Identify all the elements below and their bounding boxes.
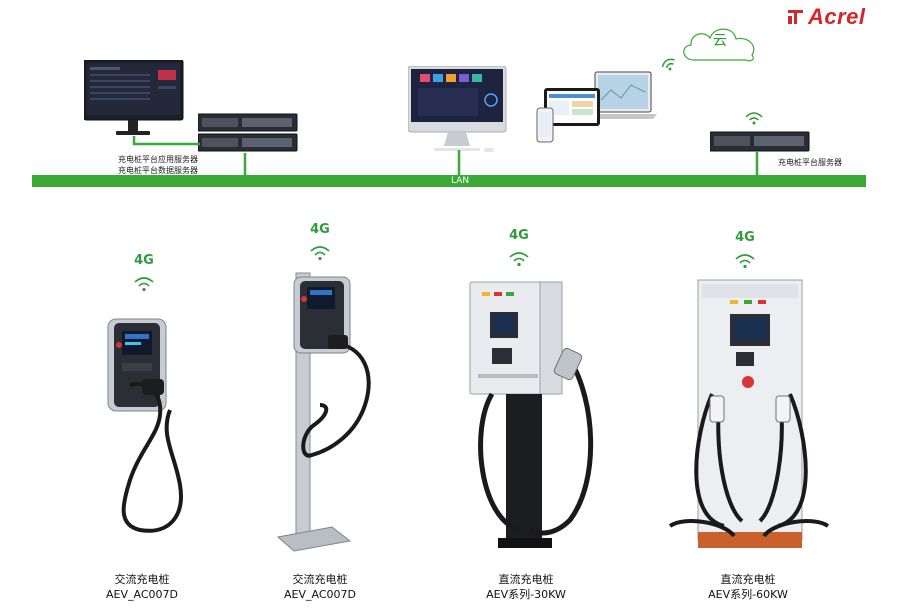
server-rack-left xyxy=(198,113,298,152)
charger-model-2: AEV_AC007D xyxy=(284,588,356,601)
charger-model-1: AEV_AC007D xyxy=(106,588,178,601)
signal-label-3: 4G xyxy=(509,228,529,243)
wifi-icon-1 xyxy=(134,277,154,292)
wifi-icon-2 xyxy=(310,246,330,261)
acrel-logo-mark-icon xyxy=(788,10,803,24)
signal-label-1: 4G xyxy=(134,253,154,268)
wifi-icon-4 xyxy=(735,254,755,269)
charger-model-3: AEV系列-30KW xyxy=(486,588,566,601)
cloud-label: 云 xyxy=(713,33,727,49)
server-label-platform: 充电桩平台服务器 xyxy=(778,158,842,167)
connector-left xyxy=(132,136,247,176)
signal-label-2: 4G xyxy=(310,222,330,237)
ac-charger-wallbox xyxy=(107,318,183,533)
charger-type-2: 交流充电桩 xyxy=(292,573,348,586)
charger-type-4: 直流充电桩 xyxy=(720,573,776,586)
charger-caption-2: 交流充电桩 AEV_AC007D xyxy=(250,572,390,602)
wifi-icon-server xyxy=(745,112,763,125)
lan-bus xyxy=(32,175,866,187)
monitor-left xyxy=(84,60,184,135)
connector-right xyxy=(755,152,759,176)
cloud-icon xyxy=(683,28,755,62)
wifi-icon-3 xyxy=(509,252,529,267)
brand-name: Acrel xyxy=(808,4,866,29)
mobile-devices xyxy=(536,71,657,143)
charger-type-1: 交流充电桩 xyxy=(114,573,170,586)
desktop-computer xyxy=(408,66,507,152)
server-label-app: 充电桩平台应用服务器 xyxy=(118,155,198,164)
charger-type-3: 直流充电桩 xyxy=(498,573,554,586)
server-right xyxy=(710,131,810,152)
charger-caption-1: 交流充电桩 AEV_AC007D xyxy=(72,572,212,602)
dc-charger-30kw xyxy=(469,281,594,548)
charger-caption-4: 直流充电桩 AEV系列-60KW xyxy=(678,572,818,602)
signal-label-4: 4G xyxy=(735,230,755,245)
server-label-data: 充电桩平台数据服务器 xyxy=(118,166,198,175)
connector-center xyxy=(457,150,461,176)
charger-caption-3: 直流充电桩 AEV系列-30KW xyxy=(456,572,596,602)
ac-charger-pole xyxy=(276,272,371,552)
charger-model-4: AEV系列-60KW xyxy=(708,588,788,601)
wifi-icon xyxy=(661,58,675,71)
acrel-logo: Acrel xyxy=(786,4,896,30)
dc-charger-60kw xyxy=(668,279,830,548)
lan-label: LAN xyxy=(450,176,470,186)
